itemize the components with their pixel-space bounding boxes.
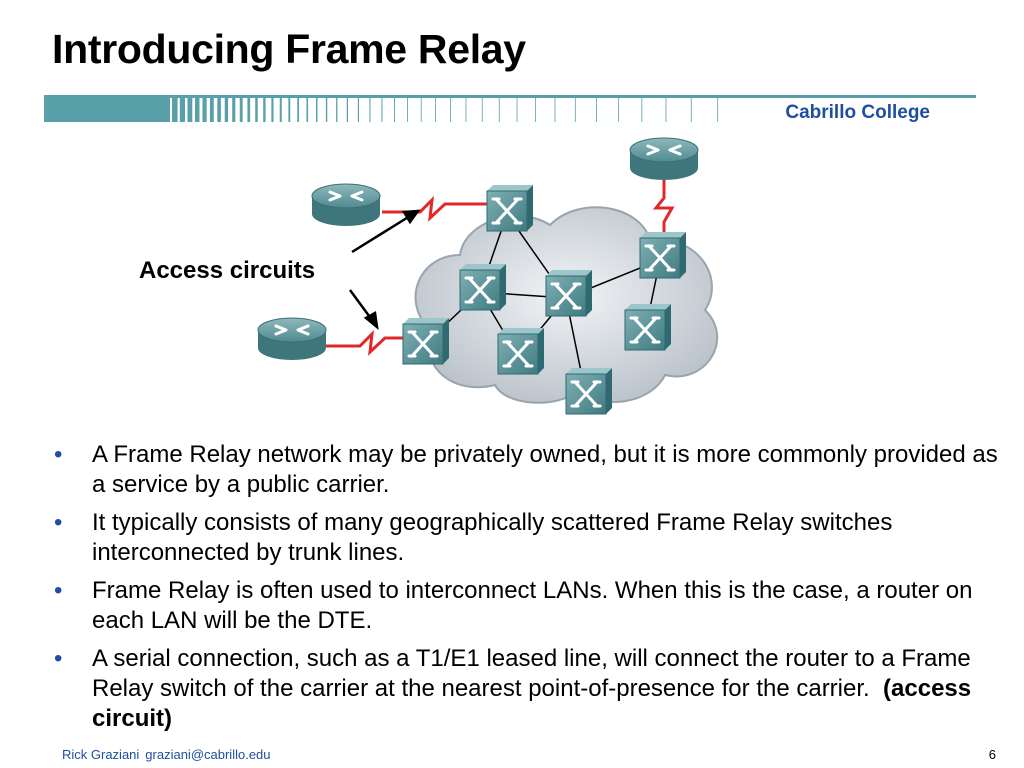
frame-relay-switch-icon <box>638 230 688 280</box>
list-item: •A Frame Relay network may be privately … <box>54 441 998 498</box>
list-item: •Frame Relay is often used to interconne… <box>54 577 973 634</box>
emphasis-text: (access circuit) <box>92 675 972 732</box>
frame-relay-switch-icon <box>623 302 673 352</box>
college-logo-text: Cabrillo College <box>785 102 930 123</box>
frame-relay-switch-icon <box>401 316 451 366</box>
frame-relay-switch-icon <box>544 268 594 318</box>
footer-author: Rick Graziani <box>62 747 140 762</box>
bullet-list: •A Frame Relay network may be privately … <box>52 440 1002 742</box>
footer-email[interactable]: graziani@cabrillo.edu <box>145 747 271 762</box>
router-icon <box>628 136 700 182</box>
bullet-icon: • <box>54 509 63 536</box>
list-item: •A serial connection, such as a T1/E1 le… <box>54 645 972 732</box>
list-item: •It typically consists of many geographi… <box>54 509 893 566</box>
bullet-icon: • <box>54 441 63 468</box>
header-bar <box>44 95 976 122</box>
arrow-icon <box>348 209 421 330</box>
frame-relay-switch-icon <box>458 262 508 312</box>
frame-relay-switch-icon <box>485 183 535 233</box>
page-number: 6 <box>988 747 996 762</box>
router-icon <box>256 316 328 362</box>
frame-relay-switch-icon <box>496 326 546 376</box>
access-circuits-label: Access circuits <box>139 257 316 284</box>
frame-relay-switch-icon <box>564 366 614 416</box>
bullet-icon: • <box>54 645 63 672</box>
bullet-icon: • <box>54 577 63 604</box>
page-title: Introducing Frame Relay <box>52 26 526 72</box>
router-icon <box>310 182 382 228</box>
frame-relay-diagram <box>256 136 719 416</box>
footer: Rick Graziani graziani@cabrillo.edu <box>62 747 271 762</box>
